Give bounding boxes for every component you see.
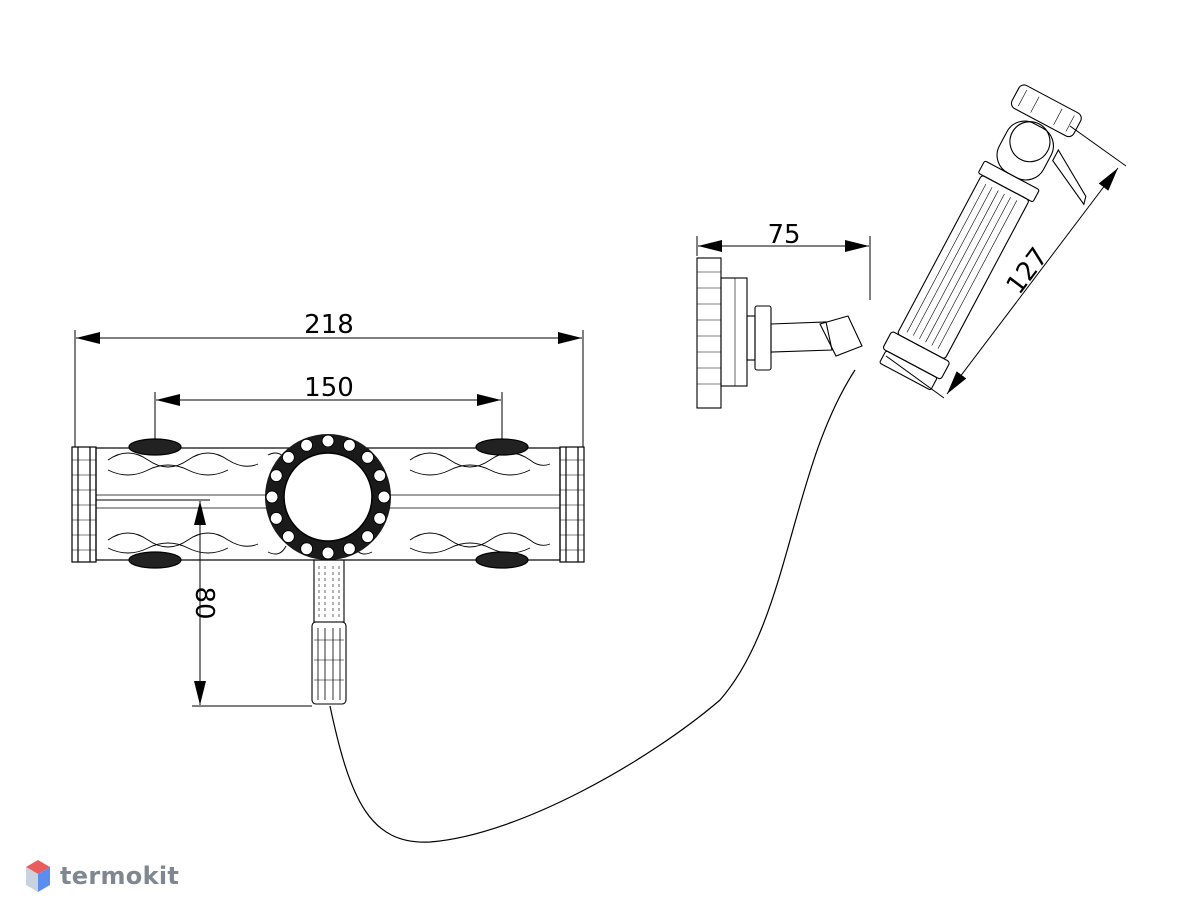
central-rosette [265,434,391,560]
right-end-cap [559,446,585,563]
shower-hose [329,369,856,843]
rosette-scallop [342,438,356,452]
rosette-scallop [377,490,391,504]
dimension-holder-projection [696,236,871,300]
dimension-label-127: 127 [1001,242,1055,300]
rosette-scallop [300,438,314,452]
rosette-scallop [269,469,283,483]
rosette-scallop [373,511,387,525]
dimension-handset-length [885,125,1127,399]
rosette-scallop [281,530,295,544]
hand-shower [879,84,1087,391]
dimension-overall-width [74,330,584,447]
rosette-scallop [300,542,314,556]
watermark-text: termokit [60,862,180,890]
inlet-flower-right-top [475,438,529,456]
outlet-spout [311,559,347,705]
wall-holder [696,257,863,409]
rosette-scallop [342,542,356,556]
rosette-scallop [361,530,375,544]
cube-logo-icon [26,860,50,892]
rosette-scallop [321,434,335,448]
inlet-flower-left-bottom [128,551,182,569]
rosette-scallop [321,546,335,560]
rosette-scallop [373,469,387,483]
dimension-label-80: 80 [189,586,219,619]
dimension-label-218: 218 [304,310,354,340]
inlet-flower-left-top [128,438,182,456]
dimension-outlet-drop [96,499,312,707]
left-end-cap [71,446,97,563]
dimension-label-150: 150 [304,373,354,403]
watermark-logo: termokit [24,858,179,894]
rosette-scallop [281,450,295,464]
rosette-scallop [265,490,279,504]
dimension-label-75: 75 [767,220,800,250]
dimension-inlet-spacing [154,392,503,440]
rosette-scallop [361,450,375,464]
inlet-flower-right-bottom [475,551,529,569]
rosette-scallop [269,511,283,525]
